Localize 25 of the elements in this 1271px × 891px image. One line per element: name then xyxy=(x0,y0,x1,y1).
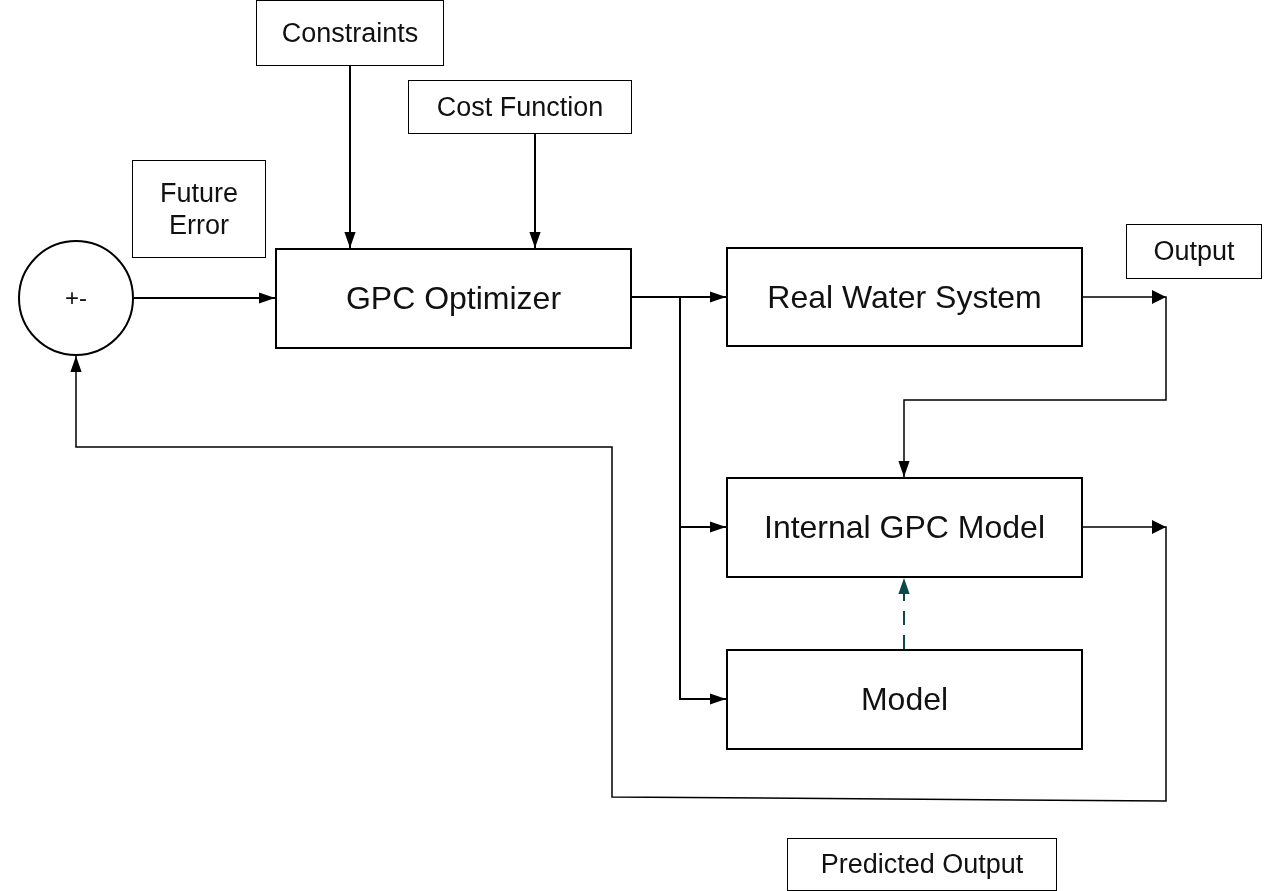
arrow xyxy=(133,292,276,304)
process-box xyxy=(726,247,1083,347)
box-label: Internal GPC Model xyxy=(763,508,1046,547)
arrow xyxy=(898,290,1167,478)
box-label: Output xyxy=(1152,235,1236,268)
box-label: Cost Function xyxy=(435,90,605,124)
process-box xyxy=(726,477,1083,578)
arrow xyxy=(344,65,356,249)
process-box xyxy=(275,248,632,349)
arrow xyxy=(70,355,1167,802)
box-label: Constraints xyxy=(280,16,420,50)
label-box xyxy=(787,838,1057,891)
box-label: Real Water System xyxy=(766,277,1043,317)
process-box xyxy=(726,649,1083,750)
box-label: GPC Optimizer xyxy=(344,279,563,318)
label-box xyxy=(408,80,632,134)
label-box xyxy=(1126,224,1262,279)
label-box xyxy=(256,0,444,66)
box-label: Model xyxy=(859,680,950,719)
label-box xyxy=(132,160,266,258)
box-label: Future Error xyxy=(158,176,239,242)
box-label: +- xyxy=(64,283,88,313)
box-label: Predicted Output xyxy=(819,848,1025,881)
arrow xyxy=(898,577,910,650)
arrow xyxy=(529,133,541,249)
